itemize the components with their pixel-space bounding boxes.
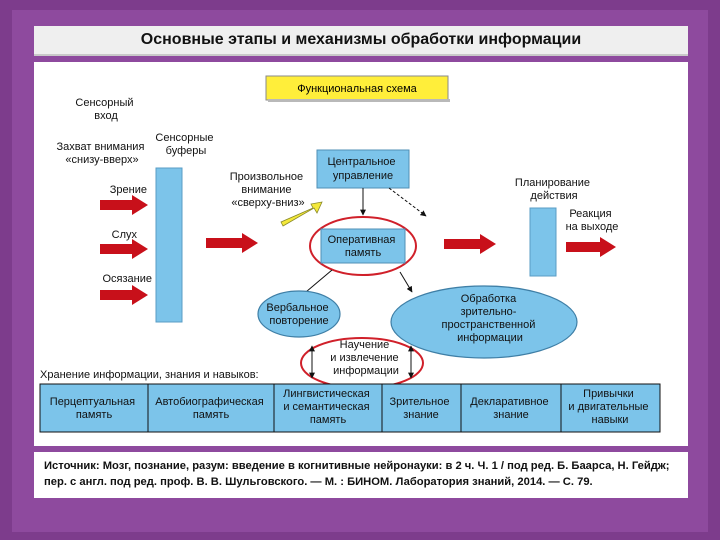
- sensory-input-label: Сенсорный вход: [75, 97, 136, 122]
- sensory-buffers-label: Сенсорные буферы: [155, 132, 216, 157]
- working-memory-highlight: [309, 216, 417, 276]
- svg-text:Центральное управление: Центральное управление: [327, 156, 398, 182]
- touch-arrow: [100, 285, 148, 305]
- source-citation: Источник: Мозг, познание, разум: введени…: [34, 452, 688, 498]
- hearing-label: Слух: [112, 229, 138, 241]
- memory-cell: Лингвистическая и семантическая память: [283, 388, 373, 426]
- diagram-panel: Функциональная схема Сенсорный вход Захв…: [34, 62, 688, 446]
- functional-scheme-label: Функциональная схема: [265, 75, 450, 102]
- exec-side-arrow: [388, 187, 427, 217]
- hearing-arrow: [100, 239, 148, 259]
- sensory-buffer-bar: [155, 167, 183, 323]
- memory-cell: Зрительное знание: [389, 396, 452, 421]
- svg-text:Функциональная схема: Функциональная схема: [297, 83, 417, 95]
- bottom-up-label: Захват внимания «снизу-вверх»: [57, 141, 148, 166]
- memory-table: Перцептуальная память Автобиографическая…: [39, 383, 661, 433]
- top-down-attention-arrow: [280, 201, 323, 227]
- memory-cell: Привычки и двигательные навыки: [568, 388, 651, 426]
- vision-arrow: [100, 195, 148, 215]
- vision-label: Зрение: [110, 184, 147, 196]
- learning-label: Научение и извлечение информации: [330, 339, 401, 377]
- buffers-to-memory-arrow: [206, 233, 258, 253]
- svg-text:Вербальное повторение: Вербальное повторение: [266, 302, 331, 327]
- slide-title: Основные этапы и механизмы обработки инф…: [34, 26, 688, 56]
- memory-cell: Автобиографическая память: [155, 396, 267, 421]
- visuospatial-ellipse: Обработка зрительно- пространственной ин…: [390, 285, 578, 359]
- verbal-rehearsal-ellipse: Вербальное повторение: [257, 290, 341, 338]
- planning-label: Планирование действия: [515, 177, 593, 202]
- memory-cell: Перцептуальная память: [50, 396, 138, 421]
- svg-text:Обработка зрительно-: Обработка зрительно- пространственной ин…: [442, 293, 539, 344]
- memory-to-planning-arrow: [444, 234, 496, 254]
- memory-to-visual-arrow: [399, 271, 413, 293]
- working-memory-box: Оперативная память: [320, 228, 406, 264]
- central-executive-box: Центральное управление: [316, 149, 410, 189]
- diagram-canvas: Функциональная схема Сенсорный вход Захв…: [39, 75, 661, 433]
- memory-cell: Декларативное знание: [470, 396, 551, 421]
- planning-bar: [529, 207, 557, 277]
- svg-text:Оперативная память: Оперативная память: [328, 234, 399, 259]
- top-down-attention-label: Произвольное внимание «сверху-вниз»: [230, 171, 306, 209]
- touch-label: Осязание: [102, 273, 152, 285]
- storage-label: Хранение информации, знания и навыков:: [40, 369, 259, 381]
- reaction-label: Реакция на выходе: [566, 208, 619, 233]
- reaction-arrow: [566, 237, 616, 257]
